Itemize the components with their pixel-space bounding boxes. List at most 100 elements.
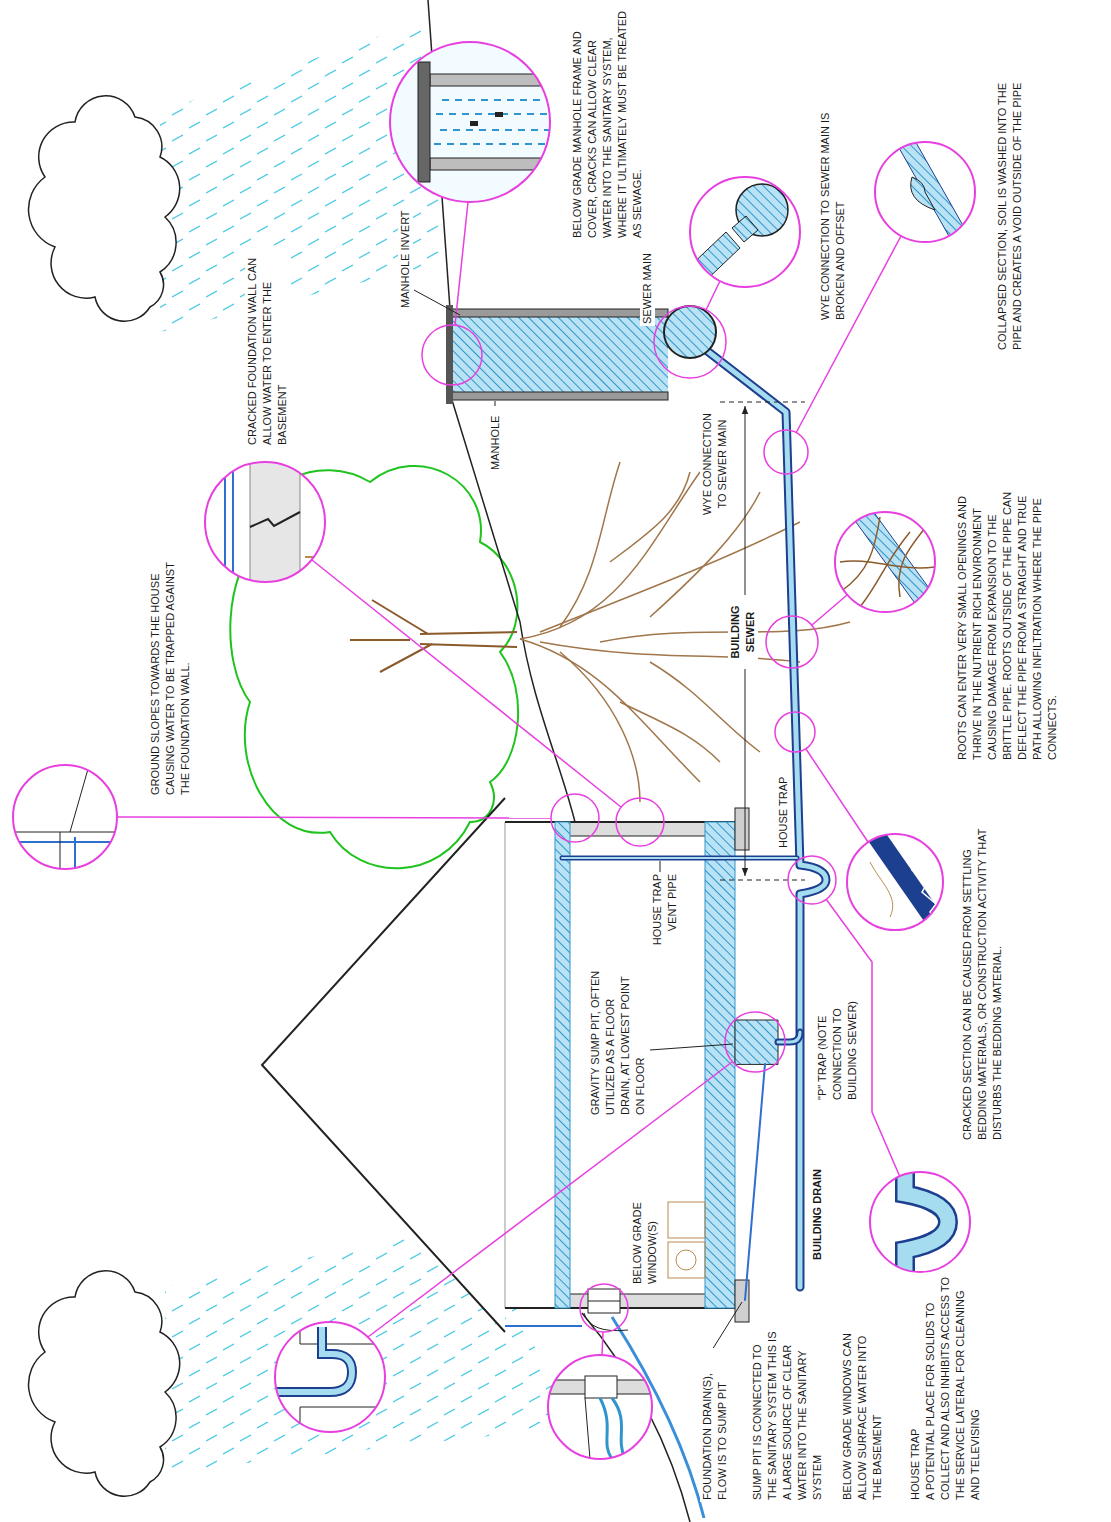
detail-roots-part-part-part	[840, 561, 935, 568]
manhole-part	[452, 317, 668, 392]
manhole	[446, 305, 716, 404]
part-label: WYE CONNECTION TO SEWER MAIN	[700, 406, 730, 522]
part-label: MANHOLE INVERT	[398, 208, 413, 310]
tree-roots-part	[540, 522, 800, 632]
detail-window-part	[548, 1376, 652, 1459]
detail-manhole-frame-part-part	[495, 112, 503, 117]
label-leader-part	[414, 290, 460, 315]
part-label: SEWER MAIN	[640, 251, 655, 326]
detail-ground-slope-part	[13, 762, 120, 872]
detail-cracked-pipe-part-part	[870, 862, 893, 917]
detail-ground-slope-part	[13, 765, 117, 869]
cloud-part	[29, 96, 180, 321]
callout-leader-part	[812, 595, 847, 625]
manhole-part	[452, 309, 668, 317]
label-leader	[414, 290, 742, 1350]
detail-window-part	[548, 1355, 652, 1459]
tree-roots-part	[560, 652, 640, 802]
detail-manhole-frame-part-part	[470, 121, 478, 126]
detail-window-part-part	[600, 1398, 612, 1459]
callout-leader-part	[764, 430, 808, 474]
detail-sump-pit-part	[275, 1322, 385, 1432]
detail-window	[548, 1355, 652, 1459]
manhole-part	[452, 392, 668, 400]
detail-wye	[686, 177, 800, 287]
callout-leader-part	[368, 1062, 732, 1337]
house-part	[705, 822, 735, 1308]
detail-sump-pit-part-part	[275, 1327, 352, 1392]
part-label: GRAVITY SUMP PIT, OFTEN UTILIZED AS A FL…	[588, 958, 648, 1117]
tree-roots-part	[540, 642, 800, 662]
detail-ground-slope-part-part	[13, 841, 120, 843]
part-label: BUILDING DRAIN	[810, 1167, 825, 1262]
callout-leader-part	[551, 794, 599, 842]
sewer-pipes-part	[778, 1032, 800, 1042]
detail-collapsed-pipe-part-part	[890, 132, 978, 252]
label-leader-part	[495, 401, 496, 406]
detail-collapsed-pipe	[875, 132, 978, 252]
callout-leader-part	[616, 798, 664, 846]
detail-manhole-frame-part-part-part	[434, 143, 550, 145]
tree	[230, 466, 518, 868]
detail-window-part-part	[585, 1376, 617, 1398]
house-part	[735, 808, 749, 850]
detail-cracked-wall-part-part	[250, 462, 300, 582]
callout-leader-part	[775, 712, 815, 752]
detail-manhole-frame-part-part	[390, 42, 550, 202]
detail-manhole-frame	[390, 42, 555, 202]
detail-roots-part-part-part	[860, 532, 910, 607]
label-leader-part	[660, 861, 661, 872]
callout-text: CRACKED FOUNDATION WALL CAN ALLOW WATER …	[245, 248, 290, 447]
manhole-part	[446, 305, 453, 404]
detail-ground-slope	[13, 762, 120, 872]
detail-wye-part-part	[732, 216, 758, 242]
dimension-line-part	[720, 402, 805, 403]
detail-collapsed-pipe-part	[875, 142, 975, 242]
detail-ground-slope-part	[13, 765, 117, 869]
detail-house-trap	[870, 1167, 970, 1277]
callout-leader-part	[117, 817, 551, 818]
callout-leader-part	[706, 281, 720, 310]
detail-manhole-frame-part-part-part	[442, 99, 550, 101]
detail-window-part-part	[612, 1398, 625, 1459]
detail-roots-part-part-part	[840, 517, 880, 592]
detail-house-trap-part-part	[905, 1167, 948, 1277]
sewer-pipes	[562, 350, 826, 1300]
part-label: FOUNDATION DRAIN(S), FLOW IS TO SUMP PIT	[700, 1348, 730, 1502]
detail-house-trap-part-part	[905, 1167, 948, 1277]
tree-roots-part	[650, 662, 760, 752]
house-part	[588, 1301, 620, 1302]
callout-text: WYE CONNECTION TO SEWER MAIN IS BROKEN A…	[818, 103, 848, 322]
part-label: HOUSE TRAP VENT PIPE	[650, 872, 680, 954]
callout-text: BELOW GRADE MANHOLE FRAME AND COVER, CRA…	[570, 8, 645, 240]
detail-cracked-pipe-part	[847, 834, 943, 930]
house-part	[262, 798, 740, 1332]
house	[262, 798, 749, 1332]
house-part	[570, 822, 705, 836]
sewer-pipes-part	[745, 1064, 765, 1300]
detail-manhole-frame-part	[390, 42, 550, 202]
detail-cracked-wall	[205, 462, 325, 582]
callout-leader-part	[602, 1332, 603, 1355]
callout-leader-part	[654, 306, 726, 378]
rain-part	[160, 22, 445, 332]
label-leader-part	[650, 1044, 733, 1050]
callout-text: A POTENTIAL PLACE FOR SOLIDS TO COLLECT …	[923, 1273, 983, 1502]
callout-leader-part	[312, 560, 621, 807]
house-part	[676, 1250, 696, 1270]
detail-manhole-frame-part-part-part	[436, 113, 550, 115]
callout-leader-part	[422, 325, 482, 385]
house-part	[262, 798, 505, 1332]
detail-ground-slope-part-part	[13, 762, 120, 872]
tree-roots-part	[560, 462, 620, 627]
callout-leader	[117, 202, 901, 1355]
detail-sump-pit	[275, 1322, 385, 1432]
callout-text: BELOW GRADE WINDOWS CAN ALLOW SURFACE WA…	[840, 1313, 885, 1502]
detail-roots-part-part	[840, 517, 935, 607]
manhole-part	[664, 306, 716, 358]
detail-manhole-frame-part	[390, 42, 550, 202]
callout-text: COLLAPSED SECTION, SOIL IS WASHED INTO T…	[995, 58, 1025, 352]
house-part	[505, 822, 506, 1308]
tree-roots	[520, 462, 850, 802]
